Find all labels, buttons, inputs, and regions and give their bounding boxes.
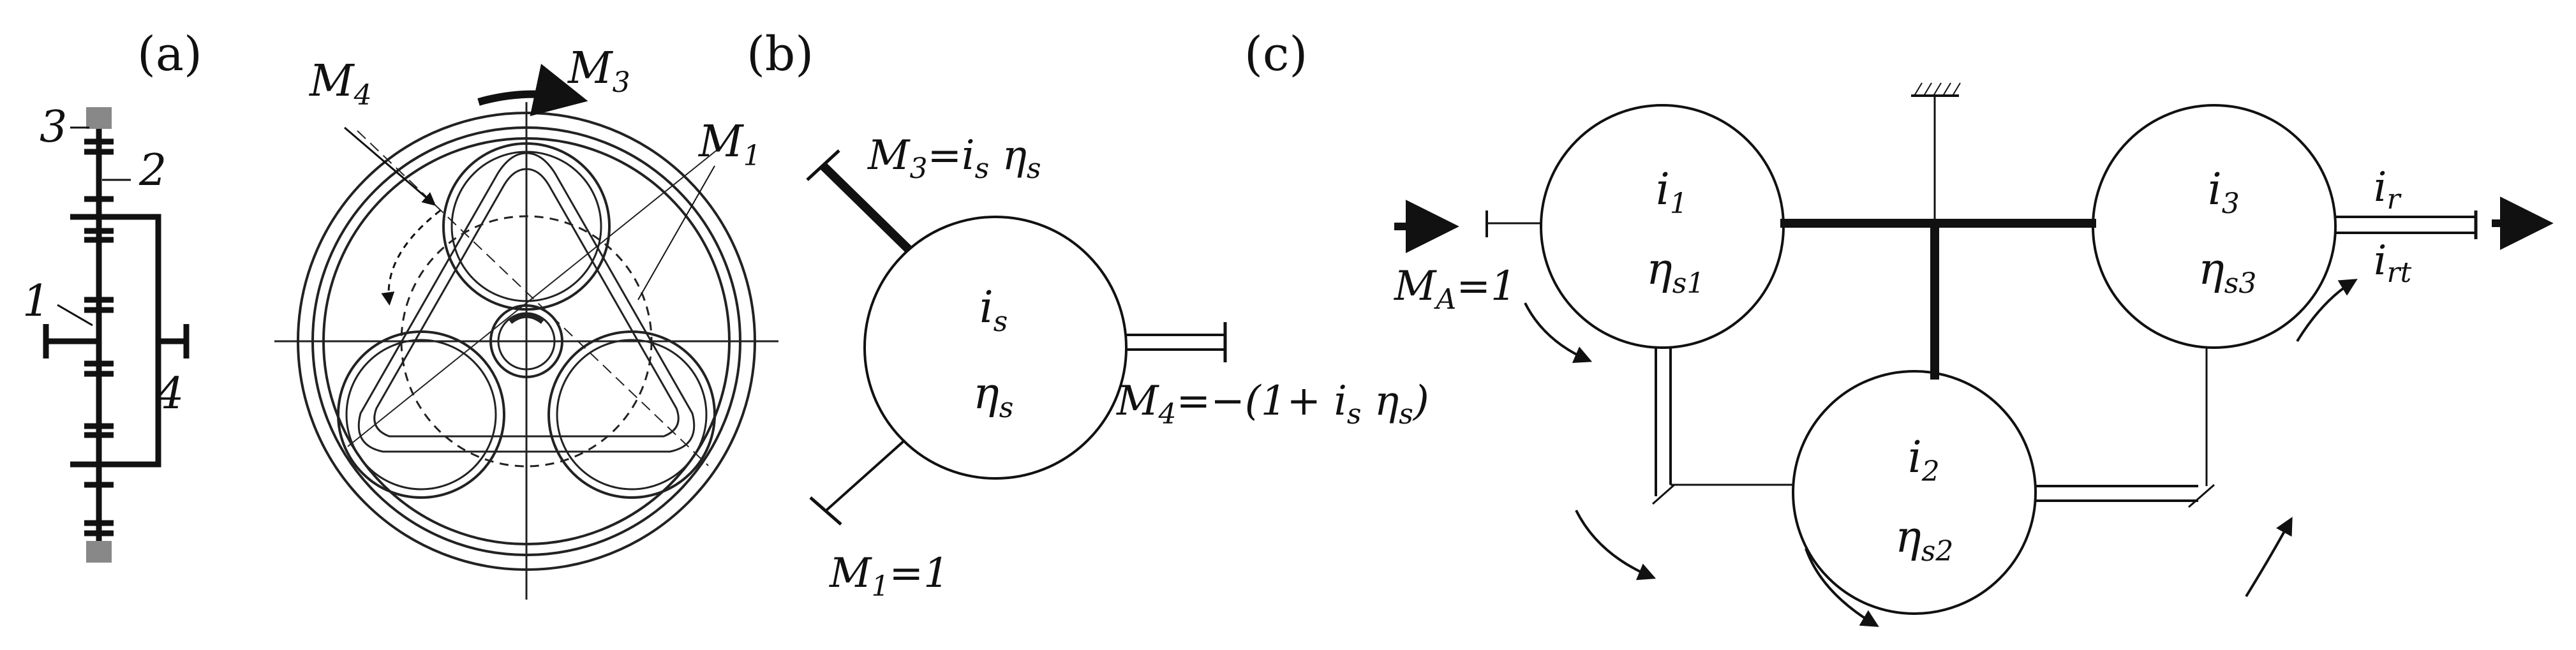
planet-gear-top <box>442 142 611 311</box>
ring-gear-bottom-block <box>86 541 112 563</box>
node-2-circle <box>1792 370 2037 615</box>
planetary-front-view <box>274 63 778 600</box>
moment-label-m4: M4 <box>308 56 372 112</box>
node-3-efficiency: ηs3 <box>2198 244 2256 300</box>
panel-c-network <box>1394 82 2554 627</box>
panel-label-b: (b) <box>747 27 814 82</box>
sun-gear <box>489 304 563 378</box>
gear-label-3: 3 <box>40 102 67 152</box>
moment-label-m3: M3 <box>567 43 630 99</box>
gear-label-4: 4 <box>156 369 184 419</box>
equation-m4: M4=−(1+ is ηs) <box>1116 378 1429 431</box>
panel-b-node <box>806 149 1227 526</box>
gear-label-2: 2 <box>138 145 167 196</box>
node-3-ratio: i3 <box>2208 165 2240 220</box>
node-2-efficiency: ηs2 <box>1895 512 1953 568</box>
node-2-ratio: i2 <box>1908 432 1940 488</box>
output-ratio-irt: irt <box>2374 237 2412 289</box>
input-moment-label: MA=1 <box>1394 263 1517 316</box>
equation-m1: M1=1 <box>829 550 949 603</box>
panel-a-schematic <box>43 107 190 563</box>
equation-m3: M3=is ηs <box>867 132 1041 185</box>
node-1-ratio: i1 <box>1656 165 1688 220</box>
gear-label-1: 1 <box>22 276 50 327</box>
panel-label-a: (a) <box>137 27 202 82</box>
node-3-circle <box>2092 104 2337 349</box>
ring-gear-top-block <box>86 107 112 129</box>
node-1-efficiency: ηs1 <box>1646 244 1704 300</box>
panel-label-c: (c) <box>1244 27 1307 82</box>
node-b-ratio: is <box>979 283 1008 338</box>
planet-gear-right <box>547 330 716 499</box>
output-ratio-ir: ir <box>2374 164 2402 216</box>
node-1-circle <box>1540 104 1785 349</box>
node-b-efficiency: ηs <box>973 369 1013 424</box>
planet-gear-left <box>337 330 505 499</box>
moment-label-m1: M1 <box>697 117 761 172</box>
